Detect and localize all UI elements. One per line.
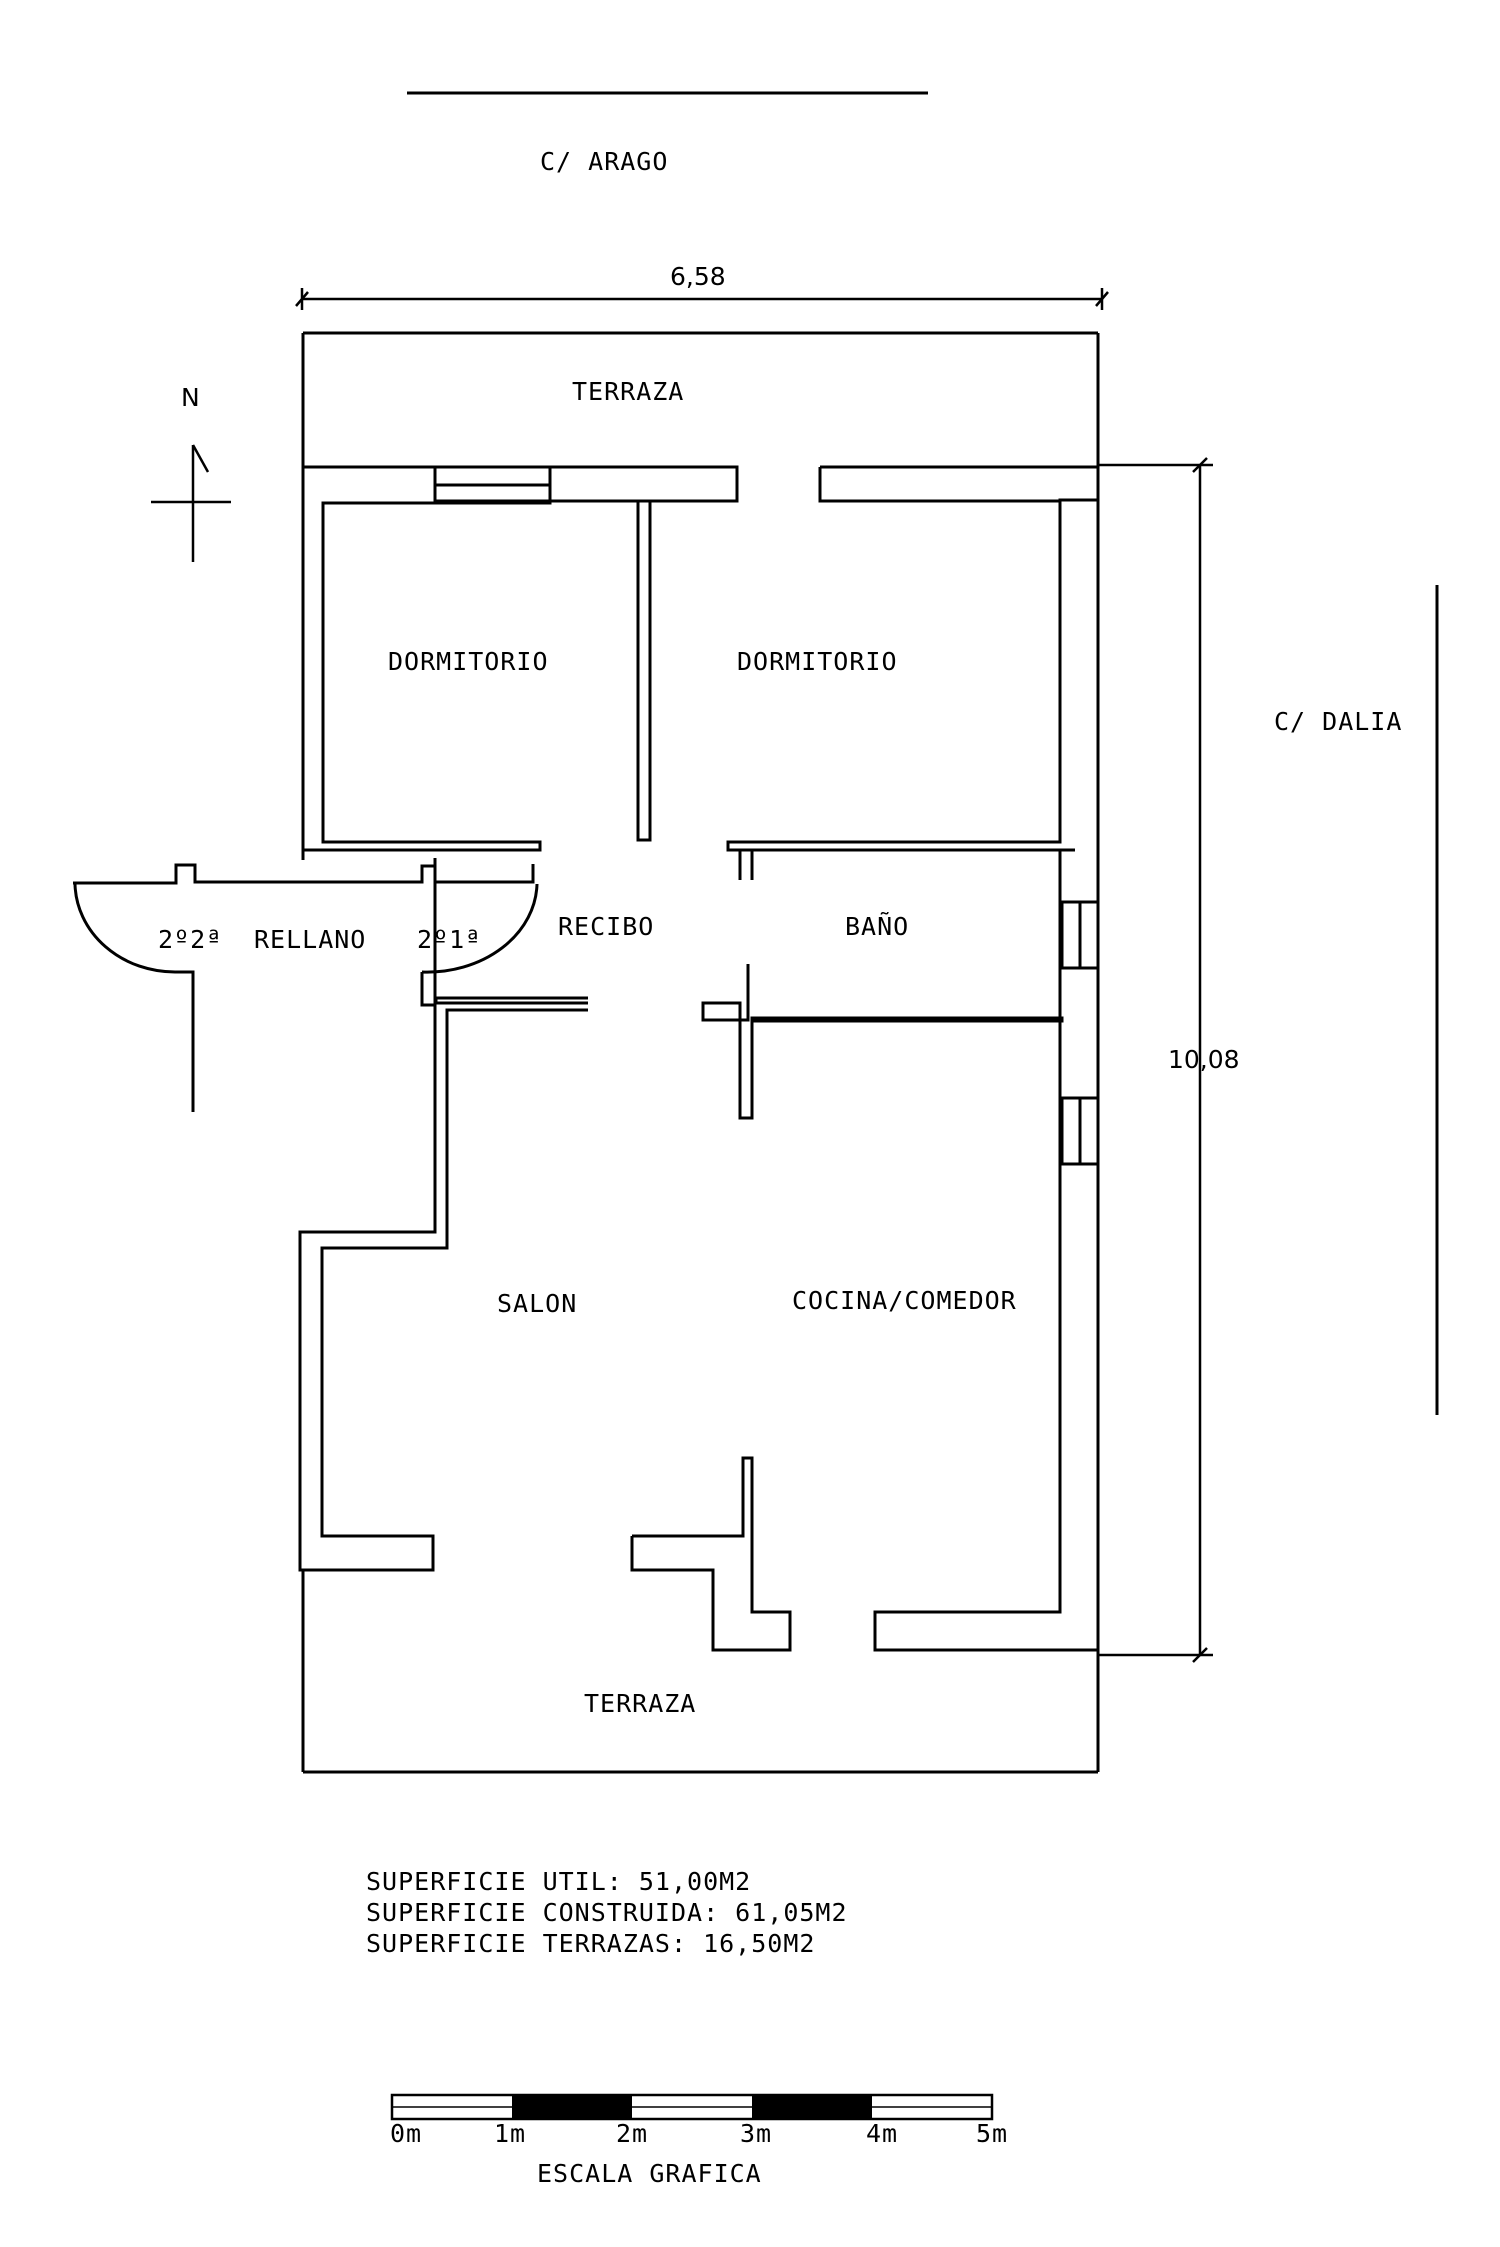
scale-tick-5: 5m <box>976 2119 1008 2148</box>
scale-title: ESCALA GRAFICA <box>537 2159 762 2188</box>
street-label-east: C/ DALIA <box>1274 707 1402 736</box>
depth-dimension-line <box>1098 457 1213 1663</box>
width-dimension-line <box>295 288 1109 310</box>
surface-built: SUPERFICIE CONSTRUIDA: 61,05M2 <box>366 1898 848 1927</box>
street-label-north: C/ ARAGO <box>540 147 668 176</box>
scale-tick-2: 2m <box>616 2119 648 2148</box>
surface-terraces: SUPERFICIE TERRAZAS: 16,50M2 <box>366 1929 815 1958</box>
scale-tick-1: 1m <box>494 2119 526 2148</box>
room-label-terrace-south: TERRAZA <box>584 1689 696 1718</box>
north-arrow-icon <box>151 444 231 562</box>
depth-dimension-label: 10,08 <box>1168 1045 1240 1074</box>
room-label-living: SALON <box>497 1289 577 1318</box>
living-walls <box>298 858 588 1572</box>
scale-tick-3: 3m <box>740 2119 772 2148</box>
room-label-terrace-north: TERRAZA <box>572 377 684 406</box>
north-wall <box>303 465 1100 852</box>
landing-label: RELLANO <box>254 925 366 954</box>
room-label-kitchen: COCINA/COMEDOR <box>792 1286 1017 1315</box>
surface-useful: SUPERFICIE UTIL: 51,00M2 <box>366 1867 751 1896</box>
outer-boundary <box>301 331 1100 1774</box>
width-dimension-label: 6,58 <box>670 262 726 291</box>
landing-door-left: 2º2ª <box>158 925 222 954</box>
room-label-hall: RECIBO <box>558 912 654 941</box>
scale-tick-4: 4m <box>866 2119 898 2148</box>
scale-tick-0: 0m <box>390 2119 422 2148</box>
landing-door-right: 2º1ª <box>417 925 481 954</box>
room-label-bedroom-right: DORMITORIO <box>737 647 898 676</box>
room-label-bedroom-left: DORMITORIO <box>388 647 549 676</box>
compass-label: N <box>181 383 200 412</box>
landing-outline <box>73 863 539 1112</box>
kitchen-walls <box>630 1021 1098 1652</box>
bathroom-walls <box>701 848 1100 1166</box>
room-label-bathroom: BAÑO <box>845 911 909 941</box>
graphic-scale-bar <box>390 2093 994 2121</box>
